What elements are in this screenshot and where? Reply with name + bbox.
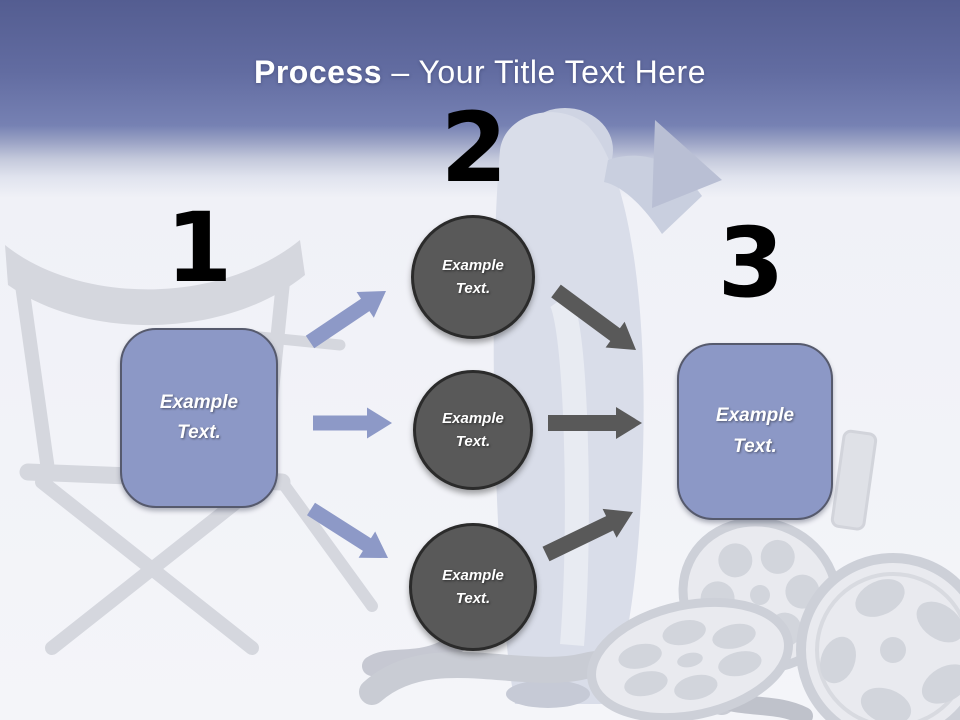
step-number-3: 3 <box>717 207 785 319</box>
arrow-circle2-to-box3 <box>548 407 642 439</box>
step2-circle-3: Example Text. <box>409 523 537 651</box>
step-number-1: 1 <box>165 192 233 304</box>
step2-circle-3-label: Example Text. <box>442 566 504 607</box>
step2-circle-1: Example Text. <box>411 215 535 339</box>
step1-label: Example Text. <box>159 391 239 443</box>
arrow-box1-to-circle1 <box>305 291 386 349</box>
title-rest: – Your Title Text Here <box>382 54 706 90</box>
title-emphasis: Process <box>253 54 383 90</box>
arrow-box1-to-circle3 <box>307 502 388 558</box>
step2-circle-2-label: Example Text. <box>442 409 504 450</box>
arrow-box1-to-circle2 <box>313 407 392 439</box>
slide-title: Process – Your Title Text Here <box>0 54 960 91</box>
clapperboard-watermark <box>830 429 878 531</box>
arrow-circle3-to-box3 <box>542 508 633 562</box>
step3-label: Example Text. <box>715 405 795 457</box>
film-strip-ribbon-watermark <box>359 650 813 720</box>
step3-box: Example Text. <box>677 343 833 520</box>
film-reels-watermark <box>587 517 960 720</box>
step-number-2: 2 <box>440 92 508 204</box>
step2-circle-2: Example Text. <box>413 370 533 490</box>
arrow-circle1-to-box3 <box>551 284 636 350</box>
step2-circle-1-label: Example Text. <box>442 256 504 297</box>
step1-box: Example Text. <box>120 328 278 508</box>
